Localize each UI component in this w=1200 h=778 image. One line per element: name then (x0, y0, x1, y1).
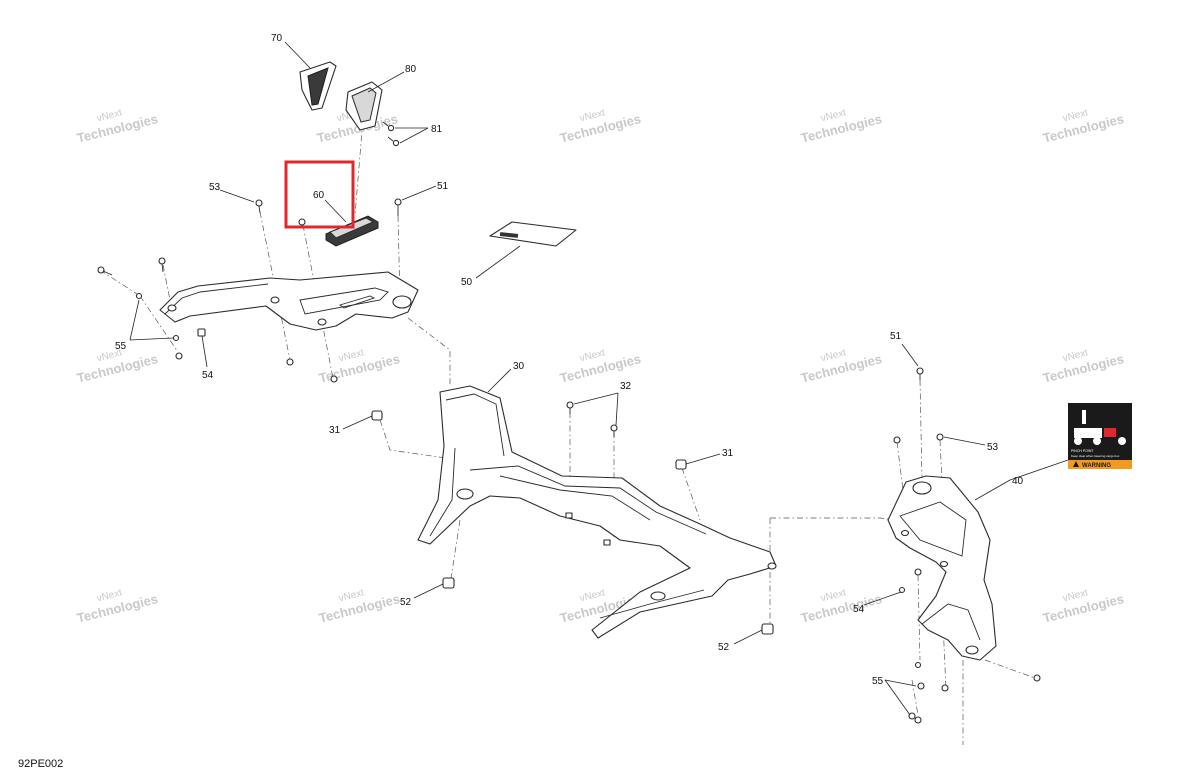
leader-lines (129, 41, 1069, 716)
part-50-decal (489, 221, 577, 247)
callout-55: 55 (872, 676, 884, 687)
pinch-point-icon (1074, 410, 1126, 445)
callout-81: 81 (431, 124, 443, 135)
watermark: vNext Technologies (317, 347, 401, 385)
callout-51: 51 (437, 181, 449, 192)
callout-51: 51 (890, 331, 902, 342)
warning-decal: PINCH POINT Keep clear when lowering car… (1068, 403, 1132, 469)
warning-decal-line1: PINCH POINT (1071, 449, 1094, 453)
callout-50: 50 (461, 277, 473, 288)
callout-53: 53 (987, 442, 999, 453)
watermark: vNext Technologies (558, 107, 642, 145)
callout-80: 80 (405, 64, 417, 75)
left-bracket-hardware (97, 198, 402, 383)
callout-40: 40 (1012, 476, 1024, 487)
warning-decal-heading: WARNING (1082, 463, 1111, 469)
callout-54: 54 (853, 604, 865, 615)
callout-54: 54 (202, 370, 214, 381)
callout-52: 52 (400, 597, 412, 608)
highlight-box (284, 160, 355, 229)
left-upper-bracket (159, 271, 419, 331)
callout-30: 30 (513, 361, 525, 372)
part-70-cover (299, 61, 337, 111)
callout-52: 52 (718, 642, 730, 653)
callout-70: 70 (271, 33, 283, 44)
assembly-lines (99, 94, 1036, 745)
callout-60: 60 (313, 190, 325, 201)
part-81-screws (382, 121, 400, 147)
center-hardware (371, 401, 774, 635)
part-80-cover (345, 81, 383, 131)
callout-31: 31 (722, 448, 734, 459)
callout-32: 32 (620, 381, 632, 392)
part-30-cradle (417, 385, 777, 639)
diagram-code: 92PE002 (18, 758, 63, 770)
callouts: 70 80 81 60 53 51 50 55 54 30 32 31 31 5… (115, 33, 1024, 687)
right-bracket-hardware (893, 367, 1041, 724)
watermark: vNext Technologies (1041, 347, 1125, 385)
callout-55: 55 (115, 341, 127, 352)
watermark: vNext Technologies (75, 107, 159, 145)
part-40-bracket (887, 475, 997, 661)
watermark: vNext Technologies (1041, 107, 1125, 145)
warning-decal-line2: Keep clear when lowering cargo box (1071, 454, 1120, 458)
watermark: vNext Technologies (558, 347, 642, 385)
watermark: vNext Technologies (75, 587, 159, 625)
watermark: vNext Technologies (799, 347, 883, 385)
watermark: vNext Technologies (317, 587, 401, 625)
watermark: vNext Technologies (1041, 587, 1125, 625)
callout-53: 53 (209, 182, 221, 193)
watermark: vNext Technologies (799, 107, 883, 145)
callout-31: 31 (329, 425, 341, 436)
